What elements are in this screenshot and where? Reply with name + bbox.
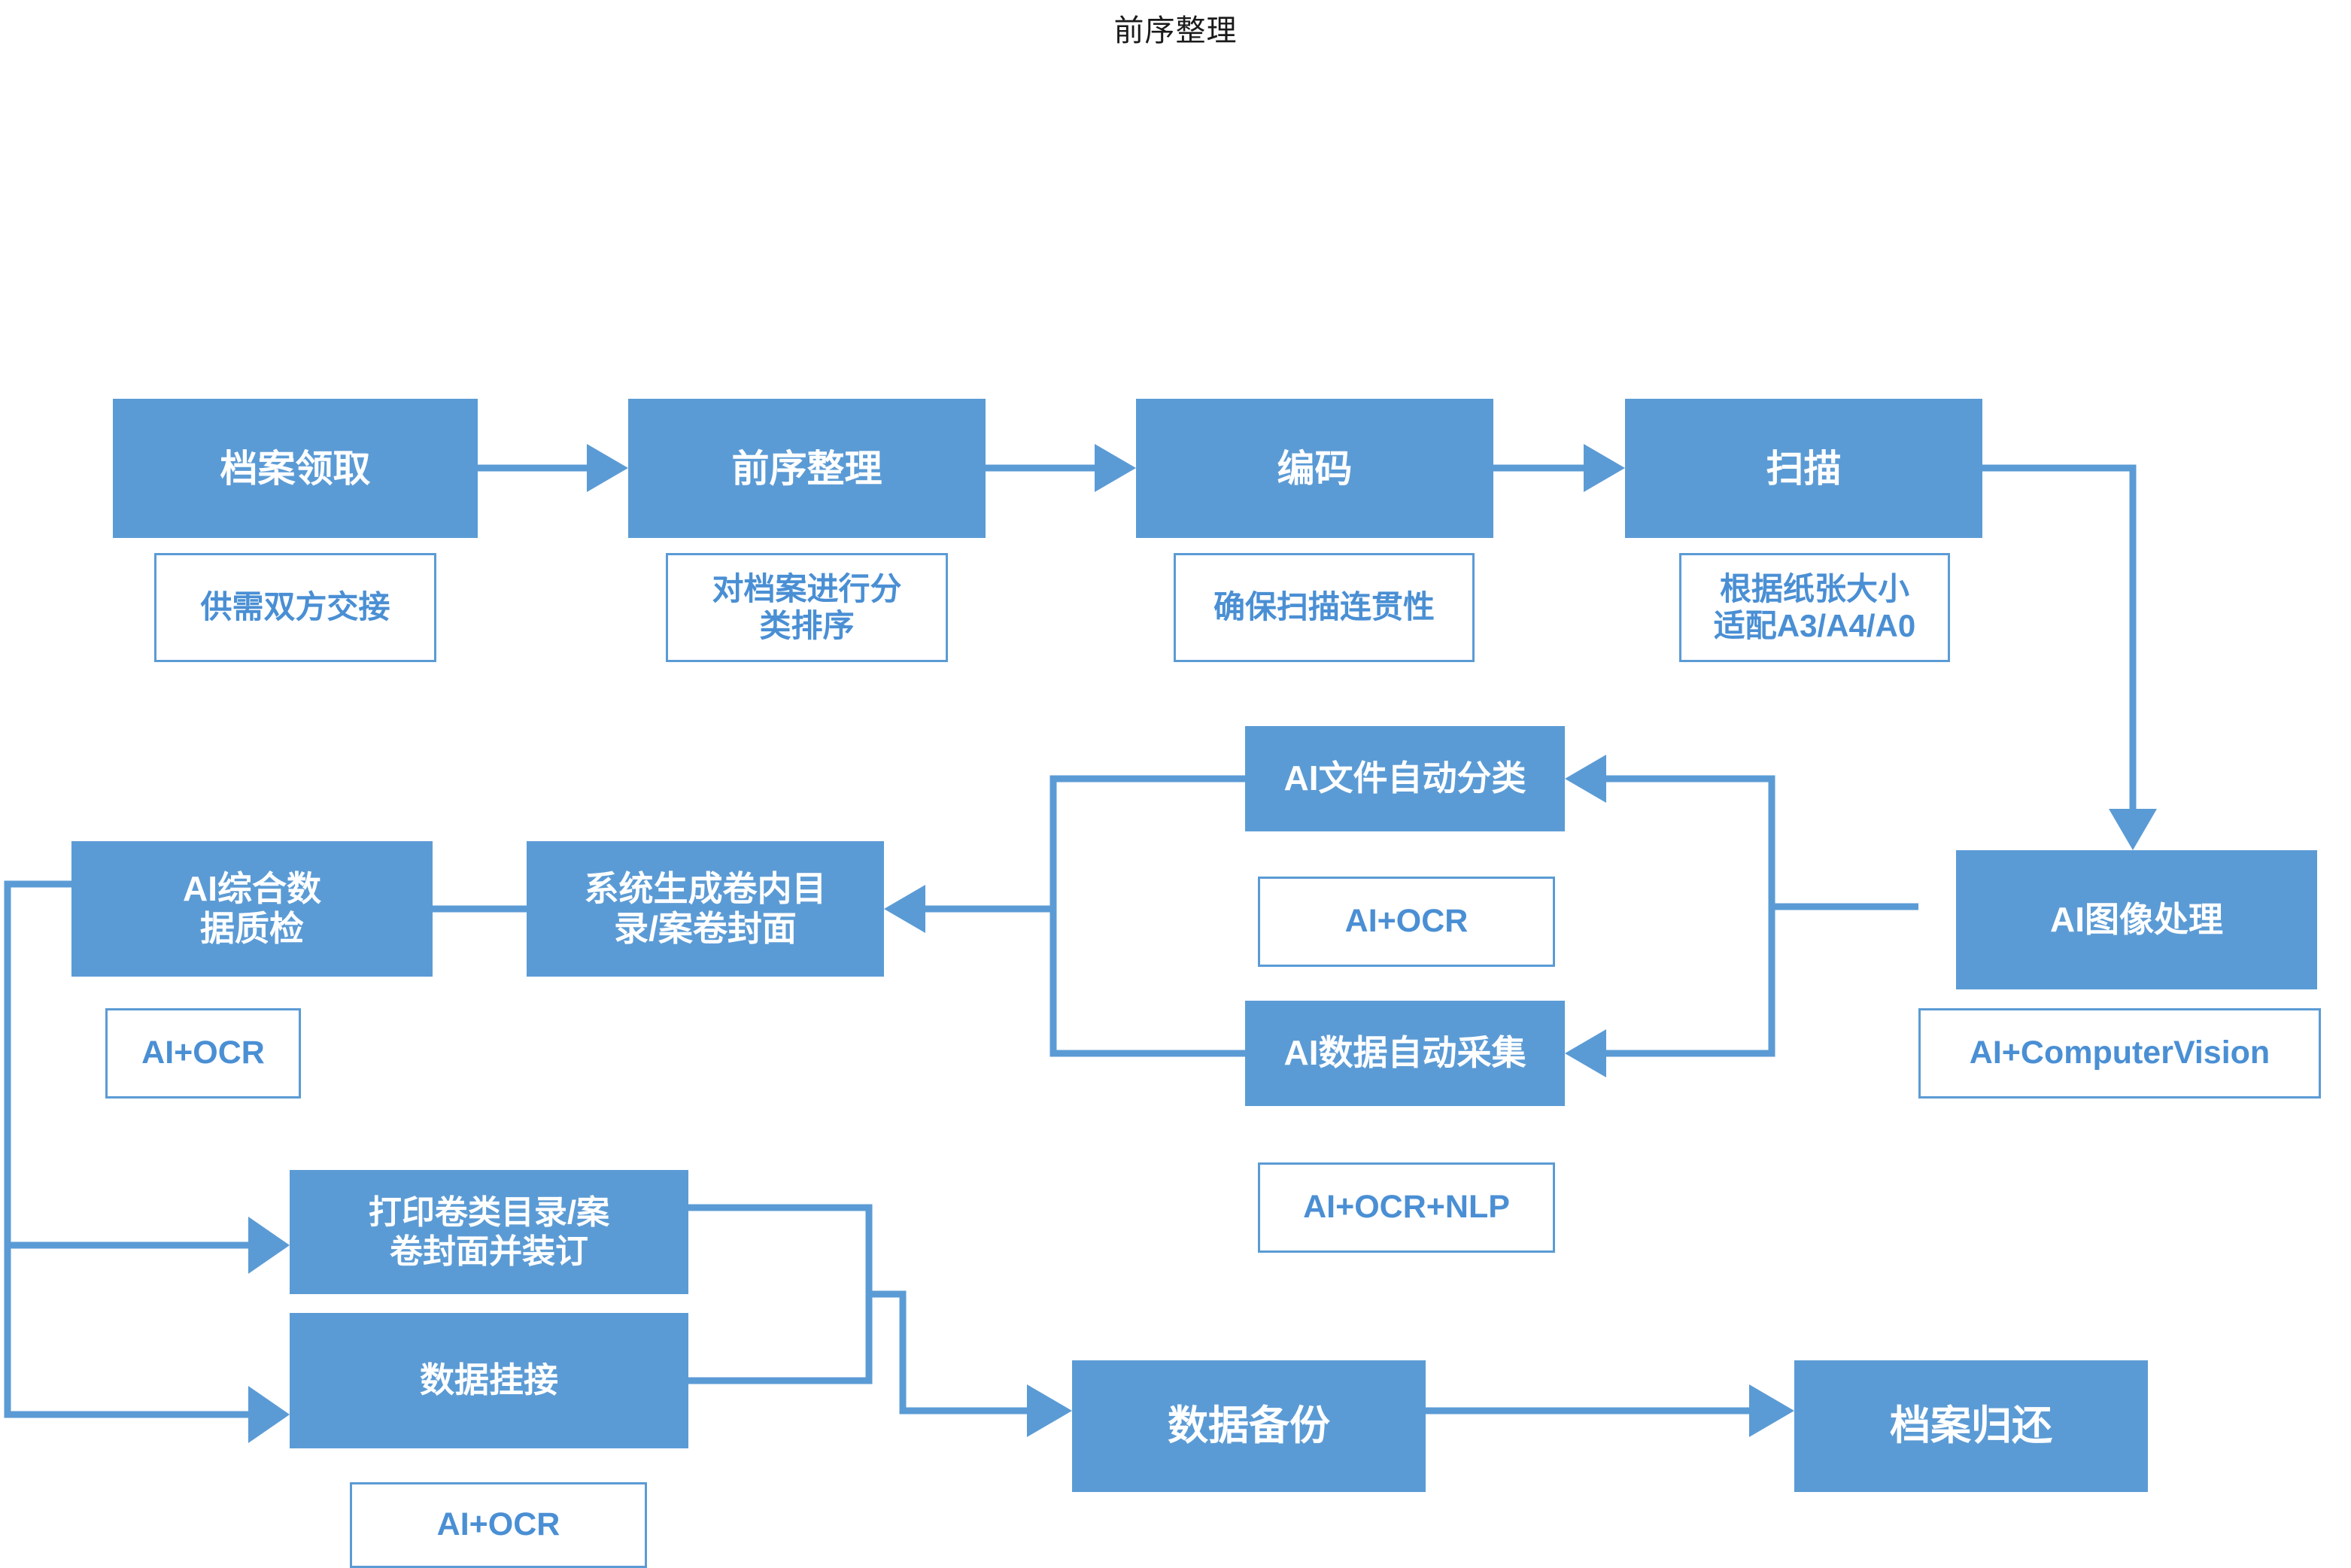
node-archive-collection[interactable]: 档案领取 (113, 399, 478, 538)
arrow-n6-n7-n8 (884, 775, 1245, 1057)
node-ai-file-auto-classification[interactable]: AI文件自动分类 (1245, 726, 1565, 831)
note-pre-sorting: 对档案进行分 类排序 (666, 553, 948, 662)
node-data-backup[interactable]: 数据备份 (1072, 1360, 1426, 1492)
note-data-linking: AI+OCR (350, 1482, 647, 1568)
node-archive-return[interactable]: 档案归还 (1794, 1360, 2148, 1492)
note-encoding: 确保扫描连贯性 (1174, 553, 1475, 662)
note-ai-file-auto-classification: AI+OCR (1258, 877, 1555, 967)
note-ai-image-processing: AI+ComputerVision (1918, 1008, 2321, 1099)
node-system-generate-catalog[interactable]: 系统生成卷内目 录/案卷封面 (527, 841, 884, 977)
node-ai-image-processing[interactable]: AI图像处理 (1956, 850, 2317, 989)
arrow-n3-n4 (1493, 444, 1625, 492)
arrow-n2-n3 (986, 444, 1136, 492)
note-ai-data-auto-collection: AI+OCR+NLP (1258, 1162, 1555, 1253)
arrow-n10-n11-n12 (688, 1204, 1072, 1437)
note-scanning: 根据纸张大小 适配A3/A4/A0 (1679, 553, 1950, 662)
note-archive-collection: 供需双方交接 (154, 553, 436, 662)
arrow-n1-n2 (478, 444, 628, 492)
arrow-n12-n13 (1426, 1384, 1794, 1437)
node-data-linking[interactable]: 数据挂接 (290, 1313, 688, 1448)
node-print-catalog-and-bind[interactable]: 打印卷类目录/案 卷封面并装订 (290, 1170, 688, 1294)
node-ai-data-auto-collection[interactable]: AI数据自动采集 (1245, 1001, 1565, 1106)
note-ai-data-quality-check: AI+OCR (105, 1008, 301, 1099)
node-scanning[interactable]: 扫描 (1625, 399, 1982, 538)
arrow-n4-n5 (1982, 464, 2157, 850)
node-ai-data-quality-check[interactable]: AI综合数 据质检 (71, 841, 433, 977)
node-pre-sorting[interactable]: 前序整理 (628, 399, 986, 538)
page-title: 前序整理 (1113, 14, 1238, 47)
node-encoding[interactable]: 编码 (1136, 399, 1493, 538)
arrow-n5-n6-n7 (1565, 755, 1918, 1077)
